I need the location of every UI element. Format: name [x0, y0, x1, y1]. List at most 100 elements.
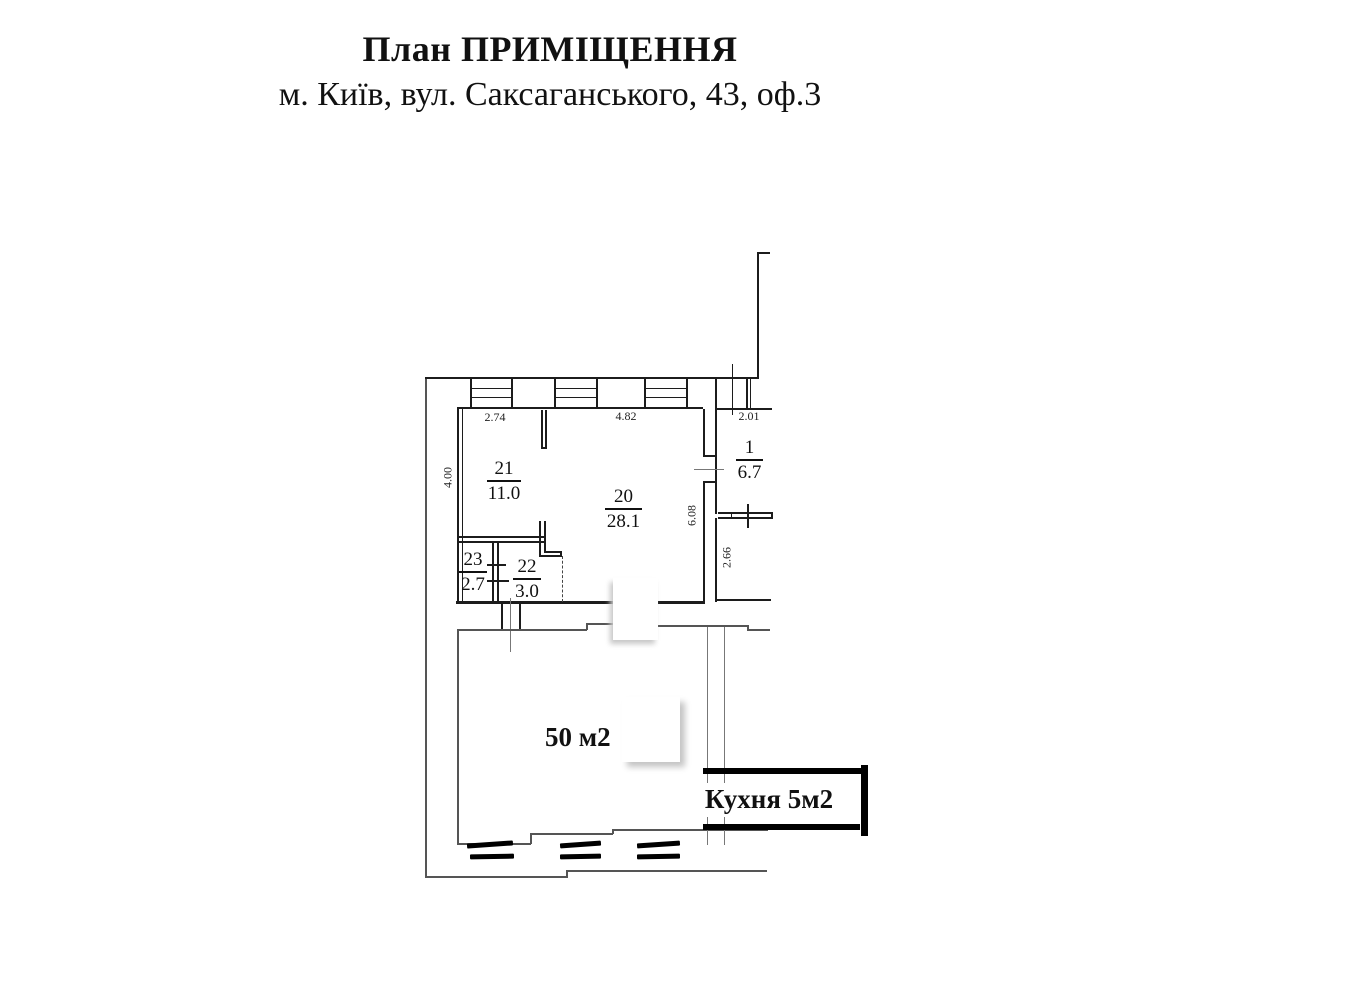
- hall-wall-left: [457, 629, 459, 845]
- l-wall-vertical: [544, 521, 546, 552]
- window-glazing-line: [555, 388, 597, 389]
- room-number: 1: [736, 437, 763, 461]
- right-strip-bottom-wall: [715, 599, 771, 601]
- partition-23-22: [497, 541, 499, 602]
- partition-stub: [545, 410, 547, 448]
- kitchen-wall-bottom: [703, 824, 860, 830]
- dim-right-vertical: 6.08: [684, 505, 699, 526]
- hall-wall-top: [457, 629, 587, 631]
- room-number: 22: [513, 556, 541, 580]
- door-axis-line: [694, 469, 724, 470]
- hall-wall-bottom-step: [530, 833, 532, 844]
- hall-wall-top: [747, 629, 770, 631]
- window-glazing-line: [645, 397, 687, 398]
- room-label-22: 22 3.0: [513, 556, 541, 602]
- room1-wall-left-upper: [715, 379, 717, 514]
- passage-jamb: [501, 604, 503, 630]
- radiator-mark: [466, 840, 514, 849]
- outer-wall-bottom-right: [566, 870, 767, 872]
- room-area: 11.0: [487, 483, 521, 504]
- riser-line: [724, 627, 725, 845]
- dim-top-right: 2.01: [738, 409, 760, 423]
- kitchen-wall-top: [703, 768, 863, 774]
- hall-wall-top: [658, 625, 748, 627]
- hall-wall-bottom: [612, 829, 768, 831]
- dim-left-vertical: 4.00: [440, 467, 455, 488]
- room-number: 20: [605, 486, 642, 510]
- outer-wall-left: [425, 377, 427, 878]
- window-jamb: [686, 379, 688, 407]
- passage-jamb: [519, 604, 521, 630]
- neighbor-wall-vertical: [757, 252, 759, 379]
- outer-wall-bottom: [425, 876, 568, 878]
- room1-sill-line: [718, 512, 772, 514]
- radiator-mark: [636, 840, 681, 849]
- dim-top-left: 2.74: [484, 410, 506, 424]
- radiator-mark: [559, 853, 602, 860]
- hall-wall-top-step: [747, 625, 749, 631]
- door-tick: [487, 580, 509, 582]
- room-block-wall-bottom: [456, 601, 613, 604]
- kitchen-wall-right: [861, 765, 868, 836]
- room-label-20: 20 28.1: [605, 486, 642, 532]
- riser-line: [707, 627, 708, 845]
- window-glazing-line: [645, 388, 687, 389]
- partition-21-23: [457, 541, 544, 543]
- window-jamb: [596, 379, 598, 407]
- room-number: 23: [459, 549, 487, 573]
- room1-sill-line: [718, 517, 772, 519]
- page-title: План ПРИМІЩЕННЯ: [362, 29, 738, 69]
- room1-wall-left-lower: [715, 518, 717, 602]
- window-glazing-line: [555, 397, 597, 398]
- room-block-wall-left-inner: [462, 407, 463, 604]
- room-area: 2.7: [461, 574, 485, 595]
- window-glazing-line: [471, 388, 512, 389]
- partition-23-22: [492, 541, 494, 602]
- l-wall-cap: [560, 551, 562, 557]
- room22-dashed-boundary: [562, 556, 563, 602]
- room-area: 6.7: [737, 462, 762, 483]
- area-label-main-hall: 50 м2: [545, 722, 611, 752]
- page-address: м. Київ, вул. Саксаганського, 43, оф.3: [278, 76, 822, 113]
- dim-extension-line: [732, 364, 733, 415]
- room-label-21: 21 11.0: [487, 458, 521, 504]
- outer-wall-step: [566, 870, 568, 878]
- radiator-mark: [636, 853, 681, 860]
- room20-wall-right-upper: [703, 409, 705, 457]
- room1-sill-cap: [771, 512, 773, 519]
- door-tick: [487, 564, 506, 566]
- partition-21-23: [457, 536, 544, 538]
- room-area: 3.0: [515, 581, 539, 602]
- neighbor-wall-cap: [757, 252, 770, 254]
- radiator-mark: [559, 840, 602, 849]
- sill-divider-tick: [731, 512, 732, 519]
- radiator-mark: [469, 853, 515, 860]
- white-patch-doorway: [613, 578, 658, 640]
- room-block-wall-bottom: [658, 601, 705, 604]
- room-area: 28.1: [606, 511, 641, 532]
- window-jamb: [554, 379, 556, 407]
- hall-wall-top: [586, 623, 613, 625]
- passage-axis-line: [510, 598, 511, 652]
- dim-top-mid: 4.82: [615, 409, 637, 423]
- area-label-kitchen: Кухня 5м2: [697, 783, 841, 817]
- opening-jamb: [746, 379, 748, 409]
- door-rung-top: [703, 455, 717, 457]
- l-wall-horizontal: [539, 555, 561, 557]
- room20-wall-right-lower: [703, 483, 705, 604]
- window-jamb: [644, 379, 646, 407]
- top-wall-inner-right: [717, 408, 772, 410]
- top-wall-inner: [458, 407, 703, 409]
- window-glazing-line: [471, 397, 512, 398]
- sill-cross-tick: [747, 504, 749, 528]
- partition-stub-cap: [541, 447, 547, 449]
- room-label-23: 23 2.7: [459, 549, 487, 595]
- hall-wall-top-step: [586, 623, 588, 630]
- room-label-1: 1 6.7: [736, 437, 763, 483]
- dim-lower-right-vertical: 2.66: [719, 547, 734, 568]
- top-wall-outer: [425, 377, 759, 379]
- room-block-wall-left: [457, 407, 459, 604]
- hall-wall-bottom: [530, 833, 613, 835]
- l-wall-horizontal: [544, 551, 561, 553]
